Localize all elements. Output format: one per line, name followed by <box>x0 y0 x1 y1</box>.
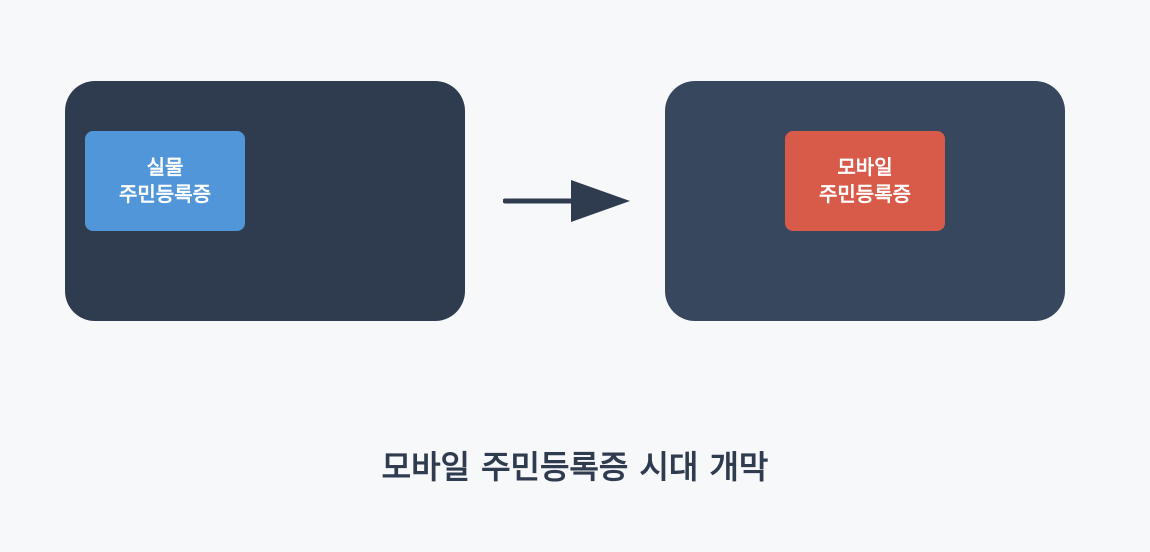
mobile-id-label-line1: 모바일 <box>837 155 893 179</box>
caption-title: 모바일 주민등록증 시대 개막 <box>381 448 769 486</box>
physical-id-panel: 실물 주민등록증 <box>65 81 465 321</box>
arrow-right-icon <box>503 180 630 222</box>
mobile-id-card: 모바일 주민등록증 <box>785 131 945 231</box>
physical-id-card: 실물 주민등록증 <box>85 131 245 231</box>
mobile-id-label-line2: 주민등록증 <box>819 182 911 206</box>
physical-id-label-line1: 실물 <box>146 155 184 179</box>
physical-id-label-line2: 주민등록증 <box>119 182 211 206</box>
mobile-id-panel: 모바일 주민등록증 <box>665 81 1065 321</box>
